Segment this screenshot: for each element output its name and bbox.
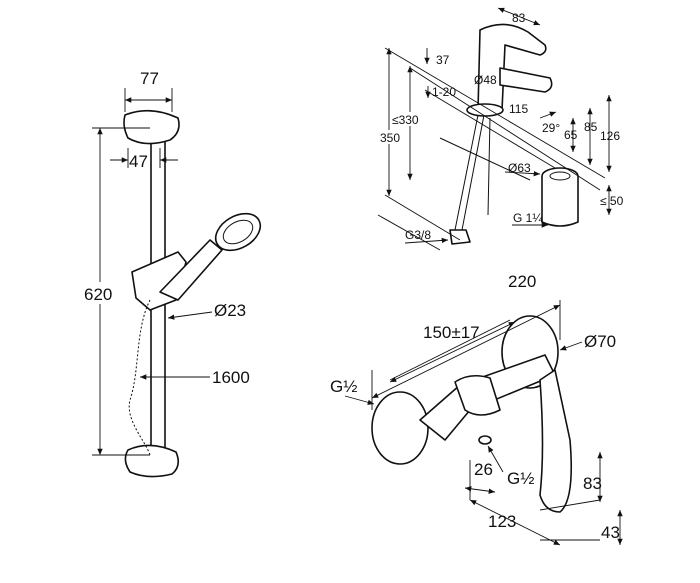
dim-220: 220 <box>508 272 536 291</box>
dim-350: 350 <box>380 131 400 145</box>
dim-37: 37 <box>436 53 450 67</box>
dim-47: 47 <box>129 152 148 171</box>
dim-620: 620 <box>84 285 112 304</box>
dim-123: 123 <box>488 512 516 531</box>
basin-mixer: 83 37 Ø48 1-20 115 29° 65 85 126 ≤330 35… <box>377 7 624 251</box>
top-bracket <box>123 109 180 145</box>
dim-43: 43 <box>601 523 620 542</box>
dim-max-50: ≤ 50 <box>600 194 624 208</box>
dim-29-degrees: 29° <box>542 121 560 135</box>
dim-150-17: 150±17 <box>423 323 480 342</box>
dim-diameter-48: Ø48 <box>474 73 497 87</box>
dim-26: 26 <box>474 460 493 479</box>
dim-83-handle: 83 <box>583 474 602 493</box>
shower-rail-set: 77 47 620 Ø23 1600 <box>82 69 262 478</box>
dim-g-3-8: G3/8 <box>405 228 431 242</box>
supply-hoses <box>454 114 491 231</box>
dim-1600: 1600 <box>212 368 250 387</box>
shower-mixer: 220 150±17 Ø70 G½ 26 G½ 83 123 43 <box>330 272 623 546</box>
dim-diameter-70: Ø70 <box>584 332 616 351</box>
bottom-bracket <box>124 444 180 478</box>
dim-g-half-inlet: G½ <box>330 377 357 396</box>
outlet <box>478 435 492 445</box>
dim-diameter-23: Ø23 <box>214 301 246 320</box>
dim-1-20: 1-20 <box>432 85 456 99</box>
dim-85: 85 <box>584 120 598 134</box>
supply-nut <box>449 229 471 245</box>
left-flange <box>371 391 429 465</box>
spout <box>499 67 553 93</box>
waste-body <box>541 176 579 227</box>
dim-77: 77 <box>140 69 159 88</box>
handset-head <box>214 212 262 252</box>
dim-g-1-quarter: G 1¼ <box>513 211 543 225</box>
dim-115: 115 <box>509 102 528 116</box>
handset-handle <box>159 239 223 301</box>
dim-126: 126 <box>600 129 620 143</box>
dim-diameter-63: Ø63 <box>508 161 531 175</box>
mixer-body <box>477 23 547 115</box>
dim-max-330: ≤330 <box>392 113 419 127</box>
lever-handle <box>539 369 573 513</box>
dim-65: 65 <box>564 128 578 142</box>
dim-g-half-outlet: G½ <box>507 469 534 488</box>
shower-hose <box>128 299 151 456</box>
dim-83: 83 <box>512 11 526 25</box>
